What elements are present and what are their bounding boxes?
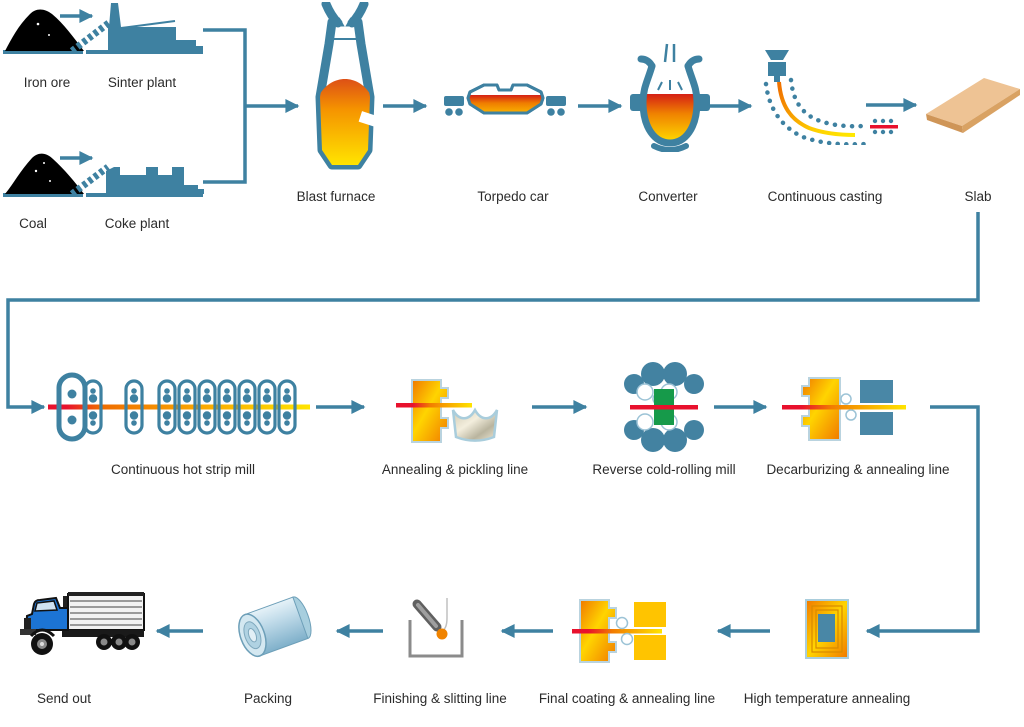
wheels [31,633,140,655]
truck-icon [12,580,152,668]
coal-pile-and-coke-plant-icon [0,143,210,203]
label-finishing-slitting-line: Finishing & slitting line [373,691,507,706]
box-furnace-icon [804,598,852,662]
roll-stands-icon [45,368,325,446]
cut-piece [870,118,898,135]
tundish [765,50,789,82]
label-iron-ore: Iron ore [23,75,71,90]
label-decarburizing-annealing-line: Decarburizing & annealing line [766,462,950,477]
furnace-and-rolls-icon [572,598,667,664]
torpedo-car-icon [440,82,570,122]
label-coke-plant: Coke plant [104,216,170,231]
roller-dots-inner [788,77,866,129]
slab-icon [918,62,1024,137]
coil-in-furnace [818,614,835,642]
conveyor [69,164,111,197]
furnace-and-rolls-icon [780,372,910,442]
label-send-out: Send out [36,691,92,706]
pickling-tank [451,407,499,442]
coal-pile [5,153,84,194]
dryer-block-top [634,602,666,627]
cluster-mill-icon [614,362,714,454]
conveyor [69,19,113,54]
label-annealing-pickling-line: Annealing & pickling line [381,462,529,477]
exhaust-stack [63,596,67,612]
furnace-and-tank-icon [390,374,505,446]
dryer-block-bottom [634,635,666,660]
cooling-block-top [860,380,893,403]
label-slab: Slab [964,189,992,204]
strip [396,403,472,408]
label-reverse-cold-rolling-mill: Reverse cold-rolling mill [592,462,736,477]
cold-strip [630,405,698,410]
label-high-temperature-annealing: High temperature annealing [743,691,911,706]
grille [24,618,31,630]
elbow-slab-to-stripmill [6,212,980,414]
label-blast-furnace: Blast furnace [296,189,376,204]
container [408,620,464,658]
windshield [34,600,59,612]
bogie-left [444,96,464,116]
coke-plant-building [106,167,204,194]
casting-strand-icon [753,50,913,147]
slitting-knife-icon [400,596,475,664]
bogie-right [546,96,566,116]
fender [29,628,56,638]
ore-pile-and-sinter-plant-icon [0,0,210,60]
wire [441,598,448,633]
roller-dots-outer [763,81,868,147]
label-sinter-plant: Sinter plant [107,75,177,90]
cooling-block-bottom [860,412,893,435]
blast-furnace-icon [298,0,398,177]
steel-coil-icon [228,588,323,666]
label-final-coating-annealing-line: Final coating & annealing line [538,691,716,706]
elbow-decarburizing-to-hightemp [865,405,980,638]
converter-vessel-icon [628,42,713,153]
label-torpedo-car: Torpedo car [477,189,549,204]
strip [572,629,662,634]
sinter-plant-building [108,3,203,51]
label-converter: Converter [638,189,698,204]
label-coal: Coal [19,216,47,231]
bumper [20,629,36,635]
label-packing: Packing [243,691,293,706]
strand [777,81,856,137]
chassis [62,630,144,637]
strip [782,405,906,410]
hot-spot [436,628,448,640]
annealing-furnace [411,379,449,443]
label-continuous-casting: Continuous casting [767,189,883,204]
lance-lines [663,43,676,63]
label-continuous-hot-strip-mill: Continuous hot strip mill [110,462,256,477]
ore-pile [5,9,84,51]
